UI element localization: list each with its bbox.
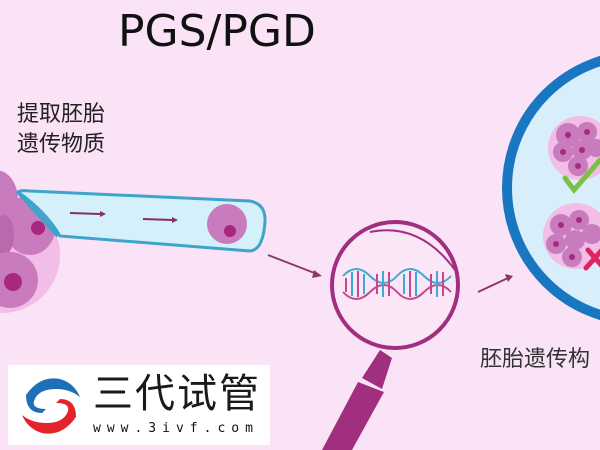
watermark-logo: 三代试管 www.3ivf.com — [8, 365, 270, 445]
biopsy-pipette-icon — [15, 189, 267, 253]
arrow-icon — [477, 274, 513, 293]
brand-s-icon — [20, 375, 82, 437]
step-extract-line1: 提取胚胎 — [17, 102, 106, 127]
step-result-label: 胚胎遗传构 — [480, 347, 591, 372]
arrow-icon — [267, 254, 322, 278]
check-icon — [562, 157, 600, 194]
step-extract-label: 提取胚胎 遗传物质 — [17, 100, 105, 160]
diagram-title: PGS/PGD — [118, 6, 316, 57]
magnifier-dna-icon — [322, 220, 460, 450]
embryo-selection-dish-icon — [502, 55, 600, 321]
step-extract-line2: 遗传物质 — [17, 132, 106, 157]
brand-url: www.3ivf.com — [93, 421, 259, 436]
brand-name: 三代试管 — [93, 371, 261, 417]
